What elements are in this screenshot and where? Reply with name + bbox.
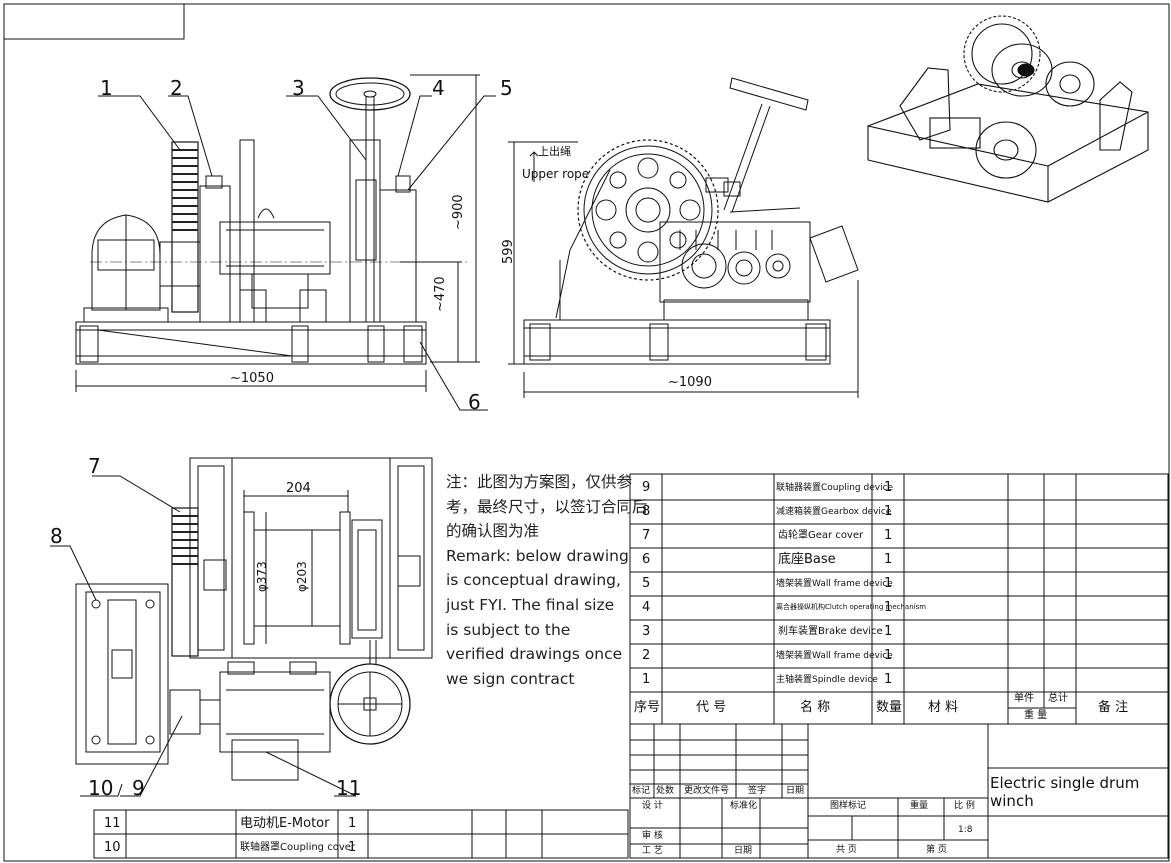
part-no: 5: [642, 576, 651, 591]
dim-width-side: ~1050: [230, 371, 274, 386]
note-line: verified drawings once: [446, 645, 623, 664]
lower-table-grid: [93, 809, 629, 859]
part-no: 7: [642, 528, 651, 543]
part-qty: 1: [884, 504, 893, 519]
tb-count: 处数: [656, 786, 675, 796]
balloon-6: 6: [468, 390, 481, 414]
header-unit: 单件: [1014, 693, 1034, 704]
balloon-8: 8: [50, 524, 63, 548]
tb-date: 日期: [786, 786, 805, 796]
note-line: Remark: below drawing: [446, 546, 629, 565]
balloon-5: 5: [500, 76, 513, 100]
part-name: 联轴器罩Coupling cover: [240, 842, 356, 853]
rope-label-en: Upper rope: [522, 167, 590, 181]
part-name: 刹车装置Brake device: [778, 626, 883, 637]
header-weight: 重 量: [1024, 710, 1048, 721]
part-name: 离合器操纵机构Clutch operating mechanism: [776, 603, 927, 611]
part-qty: 1: [884, 528, 893, 543]
part-qty: 1: [884, 480, 893, 495]
part-no: 9: [642, 480, 651, 495]
part-no: 2: [642, 648, 651, 663]
part-qty: 1: [348, 816, 357, 831]
note-line: just FYI. The final size: [446, 595, 615, 614]
balloon-3: 3: [292, 76, 305, 100]
dim-height-axis: ~470: [433, 276, 448, 312]
dim-width-front: ~1090: [668, 375, 712, 390]
dim-flange-dia: φ373: [255, 561, 269, 592]
parts-table-grid: [629, 473, 1169, 859]
sheet-border: [3, 3, 1170, 862]
note-line: is subject to the: [446, 620, 571, 639]
tb-process: 工 艺: [642, 846, 663, 856]
tb-sign: 签字: [748, 786, 767, 796]
header-remark: 备 注: [1098, 700, 1129, 715]
balloon-2: 2: [170, 76, 183, 100]
corner-box: [3, 3, 185, 40]
side-view: [75, 74, 496, 411]
dim-height-front: 599: [501, 239, 516, 264]
tb-change-doc: 更改文件号: [684, 786, 730, 796]
part-name: 主轴装置Spindle device: [776, 675, 878, 685]
dim-height-total: ~900: [451, 194, 466, 230]
part-qty: 1: [884, 672, 893, 687]
remark-note: 注：此图为方案图，仅供参 考，最终尺寸，以签订合同后 的确认图为准 Remark…: [446, 470, 648, 691]
part-no: 10: [104, 840, 121, 855]
part-no: 4: [642, 600, 651, 615]
balloon-1: 1: [100, 76, 113, 100]
part-name: 减速箱装置Gearbox device: [776, 507, 892, 517]
part-name: 墙架装置Wall frame device: [776, 651, 893, 661]
rope-label-cn: 上出绳: [538, 145, 571, 158]
part-no: 3: [642, 624, 651, 639]
part-name: 底座Base: [778, 552, 836, 567]
part-qty: 1: [884, 648, 893, 663]
tb-scale-label: 比 例: [954, 801, 975, 811]
tb-design: 设 计: [642, 801, 663, 811]
balloon-9: 9: [132, 776, 145, 800]
tb-date2: 日期: [734, 846, 753, 856]
header-name: 名 称: [800, 700, 831, 715]
note-line: we sign contract: [446, 669, 575, 688]
part-name: 电动机E-Motor: [240, 816, 330, 831]
header-qty: 数量: [876, 700, 903, 715]
part-no: 1: [642, 672, 651, 687]
note-line: 考，最终尺寸，以签订合同后: [446, 497, 648, 516]
dim-drum-dia: φ203: [295, 561, 309, 592]
note-line: 注：此图为方案图，仅供参: [446, 473, 633, 491]
part-no: 6: [642, 552, 651, 567]
tb-sheet: 第 页: [926, 845, 947, 855]
part-qty: 1: [884, 552, 893, 567]
tb-weight: 重量: [910, 801, 929, 811]
tb-mark: 标记: [632, 786, 651, 796]
part-name: 墙架装置Wall frame device: [776, 579, 893, 589]
note-line: 的确认图为准: [446, 522, 540, 541]
balloon-4: 4: [432, 76, 445, 100]
header-material: 材 料: [928, 700, 959, 715]
tb-total-sheets: 共 页: [836, 845, 857, 855]
part-qty: 1: [884, 624, 893, 639]
tb-scale: 1:8: [958, 825, 973, 835]
part-qty: 1: [884, 576, 893, 591]
header-code: 代 号: [696, 700, 727, 715]
balloon-10: 10: [88, 776, 114, 800]
front-view: [508, 77, 859, 398]
balloon-11: 11: [336, 776, 362, 800]
plan-view: [50, 457, 433, 797]
part-name: 齿轮罩Gear cover: [778, 530, 864, 541]
part-name: 联轴器装置Coupling device: [776, 483, 894, 493]
part-no: 8: [642, 504, 651, 519]
header-no: 序号: [634, 700, 661, 715]
tb-standard: 标准化: [730, 801, 758, 811]
balloon-7: 7: [88, 454, 101, 478]
part-qty: 1: [348, 840, 357, 855]
dim-drum-length: 204: [286, 481, 311, 496]
part-no: 11: [104, 816, 121, 831]
drawing-title: Electric single drum winch: [990, 774, 1140, 810]
header-total: 总计: [1048, 693, 1068, 704]
isometric-view: [867, 15, 1149, 203]
tb-drawing-mark: 图样标记: [830, 801, 867, 811]
note-line: is conceptual drawing,: [446, 571, 621, 590]
part-qty: 1: [884, 600, 893, 615]
tb-review: 审 核: [642, 831, 663, 841]
